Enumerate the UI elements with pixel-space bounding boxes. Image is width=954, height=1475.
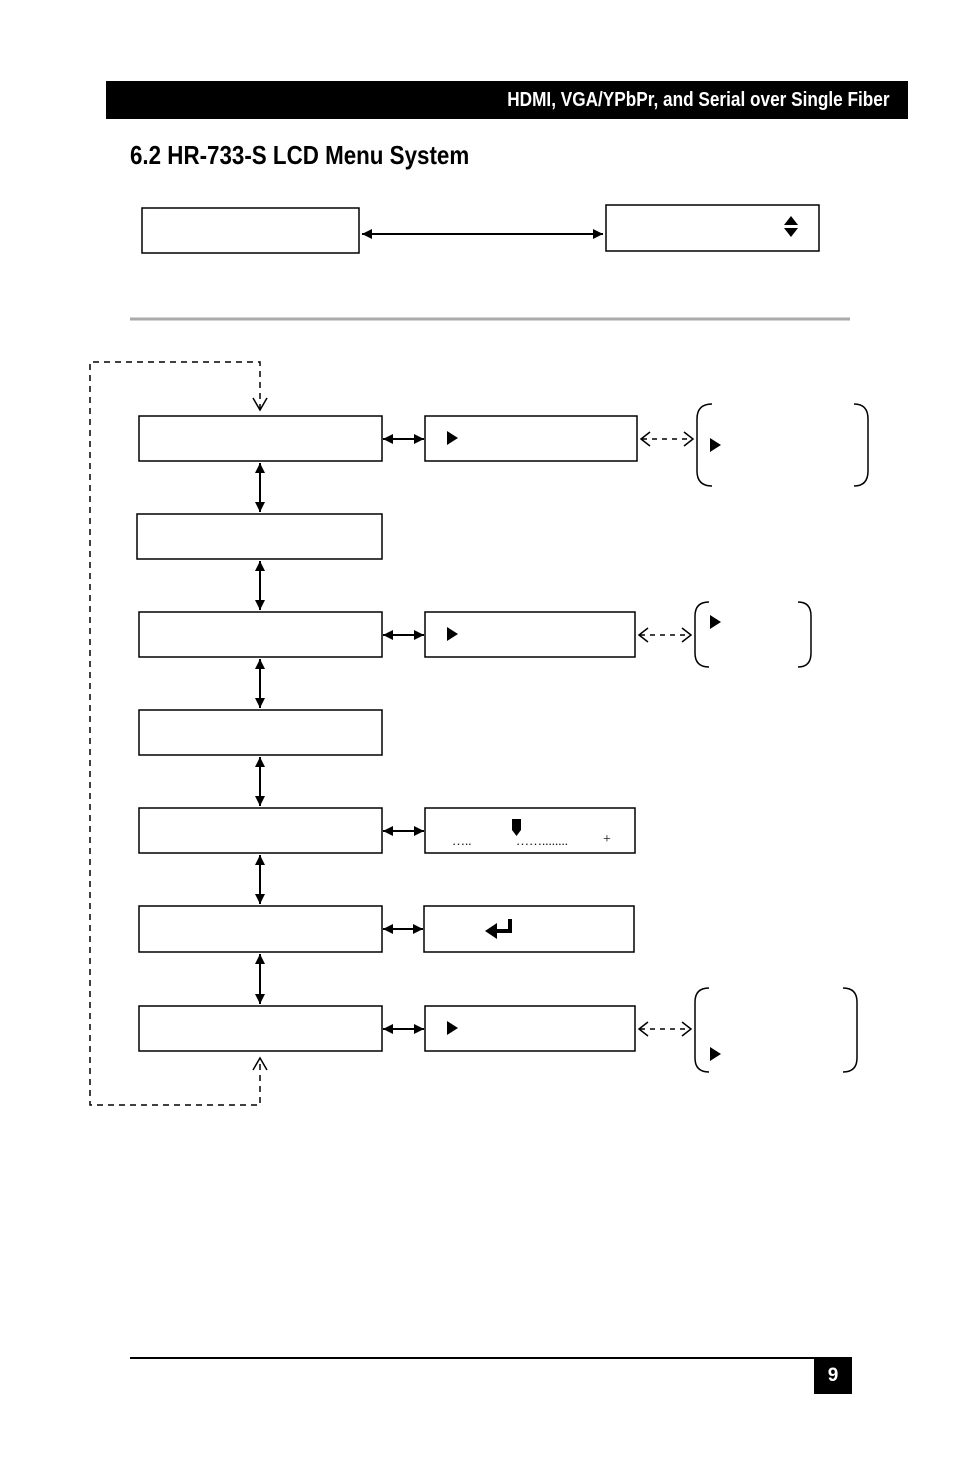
main-menu-box-1 (138, 415, 383, 462)
main-menu-box-5 (138, 807, 383, 854)
loop-open-arrowhead-up (252, 1056, 268, 1071)
play-arrow-icon (447, 431, 458, 445)
main-menu-box-2 (136, 513, 383, 560)
main-menu-box-7 (138, 1005, 383, 1052)
sub-menu-box-5 (424, 807, 636, 854)
dashed-double-arrow-1 (639, 431, 695, 447)
sub-menu-box-1 (424, 415, 638, 462)
lcd-default-screen-box (141, 207, 360, 254)
up-down-arrow-icon (784, 216, 798, 237)
dashed-double-arrow-7 (637, 1021, 693, 1037)
slider-marker-icon (512, 819, 521, 836)
option-bracket-group-7 (694, 987, 858, 1073)
page-number: 9 (827, 1365, 839, 1386)
header-bar: HDMI, VGA/YPbPr, and Serial over Single … (106, 81, 908, 119)
main-menu-box-6 (138, 905, 383, 953)
option-bracket-group-1 (696, 403, 869, 487)
sub-menu-box-6 (423, 905, 635, 953)
play-arrow-icon (447, 627, 458, 641)
sub-menu-box-3 (424, 611, 636, 658)
slider-plus-sign: + (603, 832, 611, 847)
enter-return-icon (485, 919, 512, 939)
header-title: HDMI, VGA/YPbPr, and Serial over Single … (507, 89, 890, 111)
dashed-double-arrow-3 (637, 627, 693, 643)
loop-dashed-line (89, 361, 261, 1106)
main-menu-box-3 (138, 611, 383, 658)
option-bracket-group-3 (694, 601, 812, 668)
slider-dots-left: ….. (452, 833, 472, 848)
play-arrow-icon (710, 1047, 721, 1061)
main-menu-box-4 (138, 709, 383, 756)
sub-menu-box-7 (424, 1005, 636, 1052)
footer-rule (130, 1357, 814, 1359)
lcd-select-screen-box (605, 204, 820, 252)
play-arrow-icon (710, 615, 721, 629)
loop-open-arrowhead-down (252, 397, 268, 412)
section-heading: 6.2 HR-733-S LCD Menu System (130, 140, 470, 170)
slider-dots-right: ……........ (516, 833, 568, 848)
play-arrow-icon (447, 1021, 458, 1035)
play-arrow-icon (710, 438, 721, 452)
page-number-box: 9 (814, 1357, 852, 1394)
